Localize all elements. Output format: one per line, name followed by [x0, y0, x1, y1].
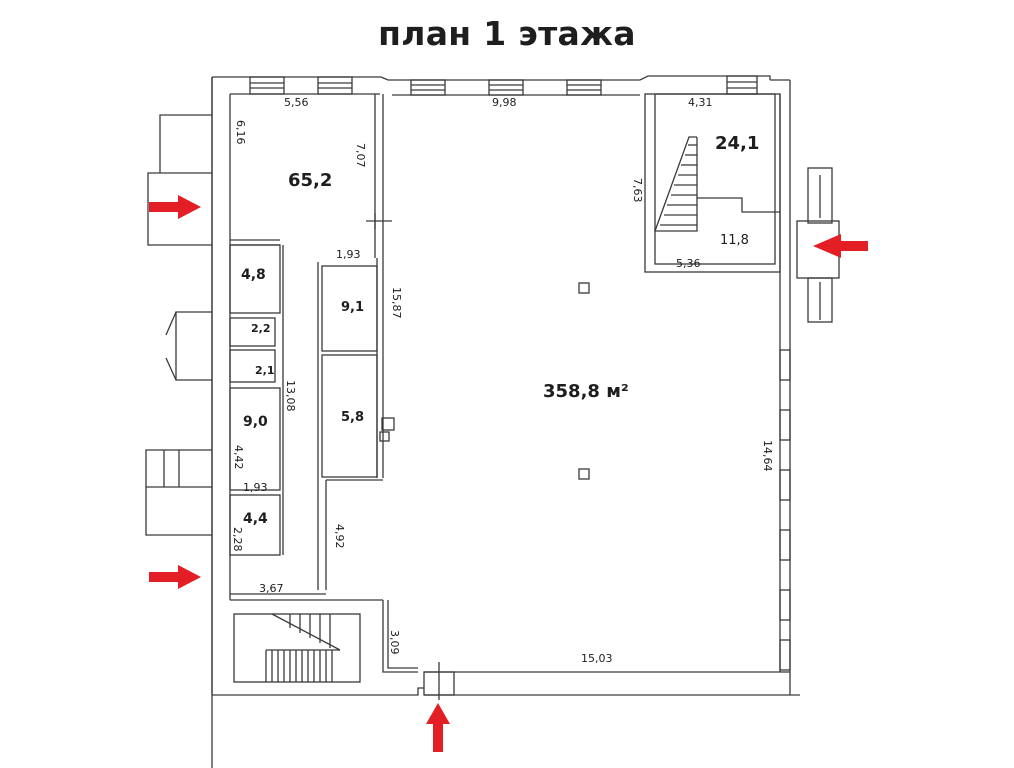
plan-title: план 1 этажа [378, 14, 636, 53]
entrance-right-arrow-icon [813, 234, 868, 258]
room-area-5-8: 5,8 [341, 410, 365, 425]
room-area-2-2: 2,2 [251, 322, 271, 335]
dim-15-03: 15,03 [581, 652, 613, 665]
room-area-24-1: 24,1 [715, 133, 760, 154]
dim-3-09: 3,09 [388, 630, 401, 655]
dim-3-67: 3,67 [259, 582, 284, 595]
dim-2-28: 2,28 [231, 527, 244, 552]
dim-9-98: 9,98 [492, 96, 517, 109]
dim-7-07: 7,07 [354, 143, 367, 168]
entrance-left-bottom-arrow-icon [149, 565, 201, 589]
room-area-11-8: 11,8 [720, 233, 749, 248]
dim-4-31: 4,31 [688, 96, 713, 109]
dim-4-92: 4,92 [333, 524, 346, 549]
room-area-9-0: 9,0 [243, 414, 268, 430]
entrance-bottom-arrow-icon [426, 703, 450, 752]
dim-15-87: 15,87 [390, 287, 403, 319]
dim-1-93-top: 1,93 [336, 248, 361, 261]
dim-5-36: 5,36 [676, 257, 701, 270]
room-area-2-1: 2,1 [255, 364, 275, 377]
dim-4-42: 4,42 [232, 445, 245, 470]
entrance-arrows [149, 195, 868, 752]
dim-14-64: 14,64 [761, 440, 774, 472]
room-area-4-4: 4,4 [243, 511, 268, 527]
main-hall-area: 358,8 м² [543, 381, 629, 402]
dim-5-56: 5,56 [284, 96, 309, 109]
dim-1-93-bottom: 1,93 [243, 481, 268, 494]
entrance-left-top-arrow-icon [149, 195, 201, 219]
dim-6-16: 6,16 [234, 120, 247, 145]
room-area-9-1: 9,1 [341, 300, 365, 315]
dim-7-63: 7,63 [631, 178, 644, 203]
room-area-65-2: 65,2 [288, 170, 333, 191]
room-area-4-8: 4,8 [241, 267, 266, 283]
dim-13-08: 13,08 [284, 380, 297, 412]
